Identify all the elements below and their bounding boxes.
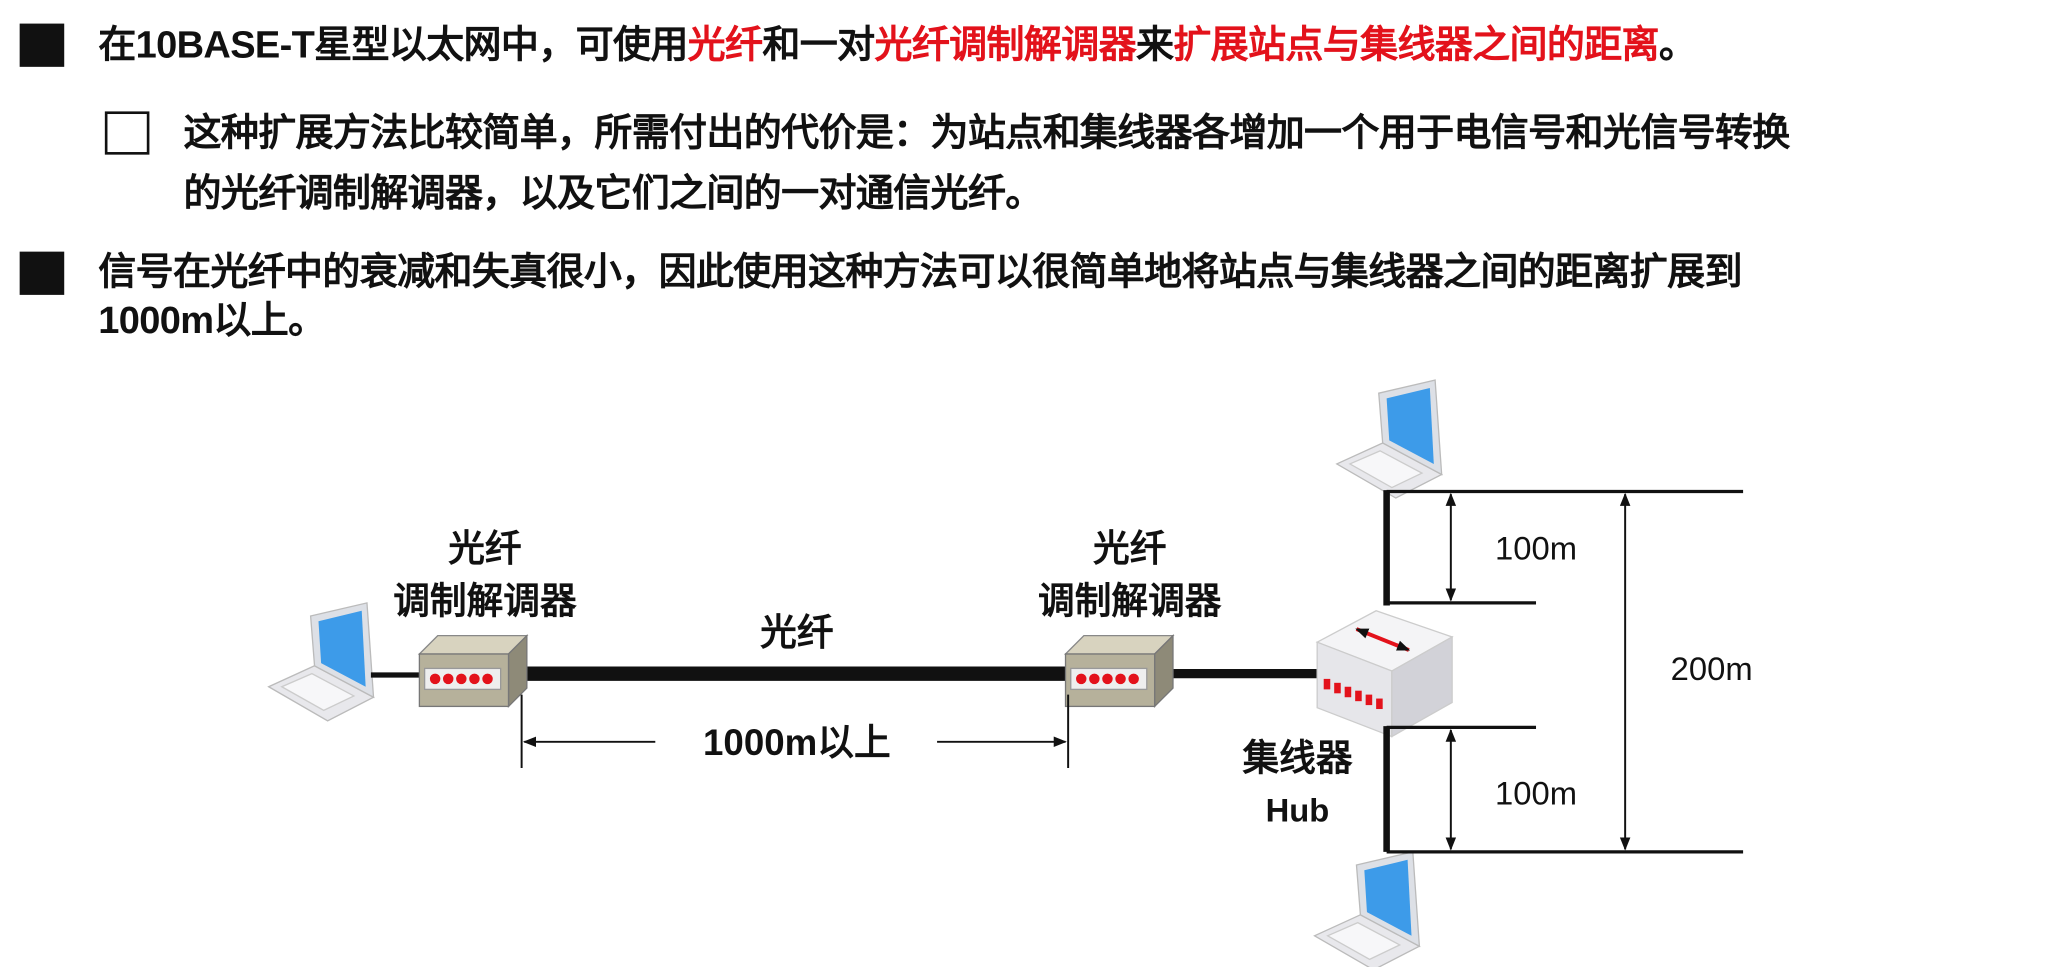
- modem-icon-right: [1064, 634, 1174, 708]
- highlight-extend: 扩展站点与集线器之间的距离: [1173, 24, 1659, 67]
- distance-bottom-label: 100m: [1495, 775, 1577, 812]
- sub-bullet-box-icon: [104, 111, 150, 155]
- text-part: 。: [1658, 24, 1697, 67]
- fiber-label: 光纤: [760, 612, 833, 653]
- bullet-3-line-2: 1000m以上。: [98, 300, 326, 343]
- right-modem-label-2: 调制解调器: [1038, 580, 1222, 621]
- highlight-modem: 光纤调制解调器: [874, 24, 1136, 67]
- bullet-square-icon: [19, 251, 65, 295]
- right-modem-label-1: 光纤: [1093, 528, 1166, 569]
- text-part: 来: [1135, 24, 1174, 67]
- hub-label-en: Hub: [1266, 792, 1330, 829]
- laptop-icon-bottom: [1313, 851, 1421, 967]
- bullet-square-icon: [19, 23, 65, 67]
- bullet-2-line-2: 的光纤调制解调器，以及它们之间的一对通信光纤。: [183, 172, 1043, 215]
- left-modem-label-1: 光纤: [448, 528, 521, 569]
- text-part: 在10BASE-T星型以太网中，可使用: [98, 24, 688, 67]
- fiber-distance-label: 1000m以上: [703, 722, 891, 763]
- laptop-icon-left: [268, 602, 375, 722]
- laptop-icon-top: [1336, 379, 1443, 499]
- bullet-1-text: 在10BASE-T星型以太网中，可使用光纤和一对光纤调制解调器来扩展站点与集线器…: [98, 20, 1697, 72]
- modem-icon-left: [418, 634, 528, 708]
- highlight-fiber: 光纤: [687, 24, 763, 67]
- text-part: 和一对: [762, 24, 875, 67]
- bullet-2-line-1: 这种扩展方法比较简单，所需付出的代价是：为站点和集线器各增加一个用于电信号和光信…: [183, 112, 1790, 155]
- hub-label: 集线器: [1241, 738, 1352, 779]
- hub-icon: [1315, 610, 1454, 738]
- distance-total-label: 200m: [1671, 650, 1753, 687]
- left-modem-label-2: 调制解调器: [393, 580, 577, 621]
- distance-top-label: 100m: [1495, 530, 1577, 567]
- bullet-3-line-1: 信号在光纤中的衰减和失真很小，因此使用这种方法可以很简单地将站点与集线器之间的距…: [98, 251, 1742, 294]
- hub-dimension-lines: [520, 489, 1744, 854]
